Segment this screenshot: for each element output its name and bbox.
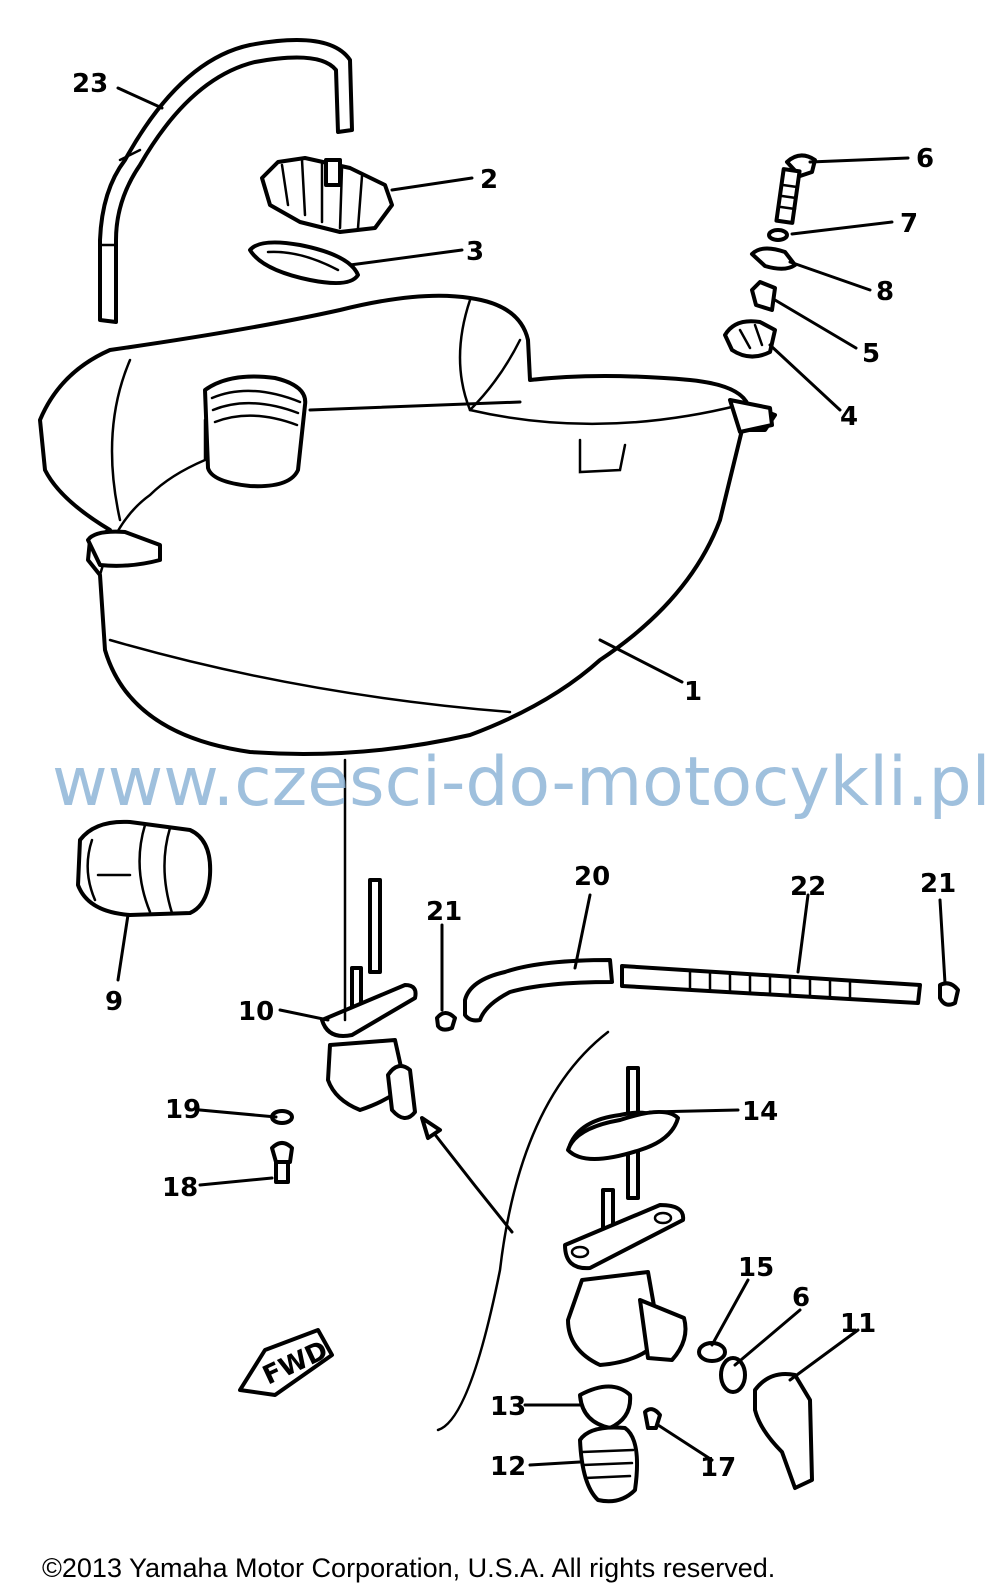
fuel-tank (38, 293, 777, 756)
screw-and-washer (270, 1109, 294, 1184)
callout-21a: 21 (426, 897, 462, 927)
callout-5: 5 (862, 339, 880, 369)
callout-21b: 21 (920, 869, 956, 899)
callout-12: 12 (490, 1452, 526, 1482)
leader-lines (116, 86, 947, 1467)
fwd-arrow-icon: FWD (238, 1328, 334, 1397)
callout-7: 7 (900, 209, 918, 239)
callout-11: 11 (840, 1309, 876, 1339)
callout-14: 14 (742, 1097, 778, 1127)
callout-8: 8 (876, 277, 894, 307)
watermark: www.czesci-do-motocykli.pl (52, 743, 991, 822)
callout-17: 17 (700, 1453, 736, 1483)
callout-4: 4 (840, 402, 858, 432)
callout-1: 1 (684, 677, 702, 707)
o-ring-gasket (566, 1110, 680, 1161)
callout-13: 13 (490, 1392, 526, 1422)
breather-hose (98, 38, 354, 324)
inset-arrow (428, 1126, 514, 1234)
callout-6a: 6 (916, 144, 934, 174)
callout-10: 10 (238, 997, 274, 1027)
callout-numbers: 23 2 3 6 7 8 5 4 1 9 10 19 18 21 20 22 2… (72, 69, 956, 1483)
callout-6b: 6 (792, 1283, 810, 1313)
callout-9: 9 (105, 987, 123, 1017)
callout-20: 20 (574, 862, 610, 892)
inset-boundary (436, 1030, 610, 1432)
callout-2: 2 (480, 165, 498, 195)
fuel-hoses (435, 958, 960, 1032)
fuel-strainer (76, 819, 213, 917)
callout-18: 18 (162, 1173, 198, 1203)
callout-3: 3 (466, 237, 484, 267)
callout-23: 23 (72, 69, 108, 99)
inset-arrowhead (420, 1116, 442, 1140)
tank-mount-hardware (723, 153, 817, 359)
filler-cap (260, 156, 394, 234)
cap-gasket (248, 240, 360, 286)
copyright-notice: ©2013 Yamaha Motor Corporation, U.S.A. A… (42, 1553, 775, 1583)
callout-19: 19 (165, 1095, 201, 1125)
callout-15: 15 (738, 1253, 774, 1283)
callout-22: 22 (790, 872, 826, 902)
fuel-cock-assembly (320, 758, 418, 1120)
